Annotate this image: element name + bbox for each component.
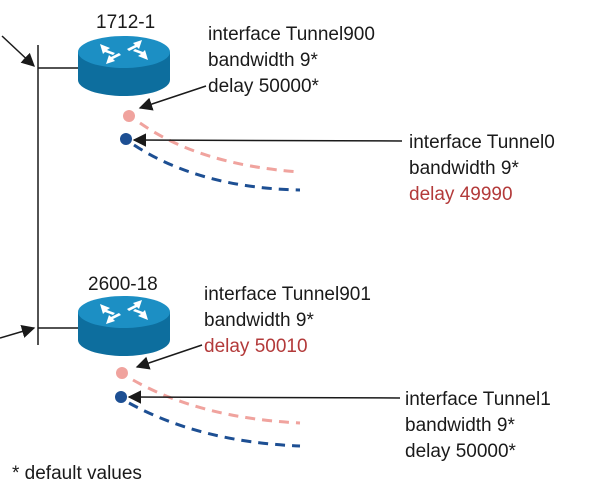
r2-remote-delay: delay 50000* xyxy=(405,441,517,462)
r1-remote-bandwidth: bandwidth 9* xyxy=(409,158,519,179)
r1-tunnel-delay: delay 50000* xyxy=(208,76,320,97)
r2-tunnel-interface: interface Tunnel901 xyxy=(204,284,371,305)
r2-remote-bandwidth: bandwidth 9* xyxy=(405,415,515,436)
r2-tunnel-pink-path xyxy=(132,378,301,425)
tunnel-endpoint-dot xyxy=(120,133,132,145)
router1-name: 1712-1 xyxy=(96,12,155,33)
r1-remote-delay: delay 49990 xyxy=(409,184,513,205)
r2-tunnel-arrow xyxy=(135,344,203,370)
incoming-arrow-top xyxy=(1,35,35,67)
r1-tunnel-bandwidth: bandwidth 9* xyxy=(208,50,318,71)
r2-remote-arrow xyxy=(127,390,401,404)
r1-tunnel-pink-path xyxy=(139,121,301,174)
footnote: * default values xyxy=(12,463,142,484)
tunnel-endpoint-dot xyxy=(115,391,127,403)
r1-tunnel-interface: interface Tunnel900 xyxy=(208,24,375,45)
r1-remote-arrow xyxy=(132,133,403,147)
r2-tunnel-delay: delay 50010 xyxy=(204,336,308,357)
r1-remote-interface: interface Tunnel0 xyxy=(409,132,555,153)
router2-name: 2600-18 xyxy=(88,274,158,295)
r2-tunnel-blue-path xyxy=(128,401,301,448)
router-icon xyxy=(78,296,170,356)
incoming-arrow-bottom xyxy=(0,324,36,339)
router-icon xyxy=(78,36,170,96)
tunnel-endpoint-dot xyxy=(116,367,128,379)
r2-remote-interface: interface Tunnel1 xyxy=(405,389,551,410)
tunnel-endpoint-dot xyxy=(123,110,135,122)
r2-tunnel-bandwidth: bandwidth 9* xyxy=(204,310,314,331)
r1-tunnel-blue-path xyxy=(133,143,301,192)
r1-tunnel-arrow xyxy=(138,85,207,111)
